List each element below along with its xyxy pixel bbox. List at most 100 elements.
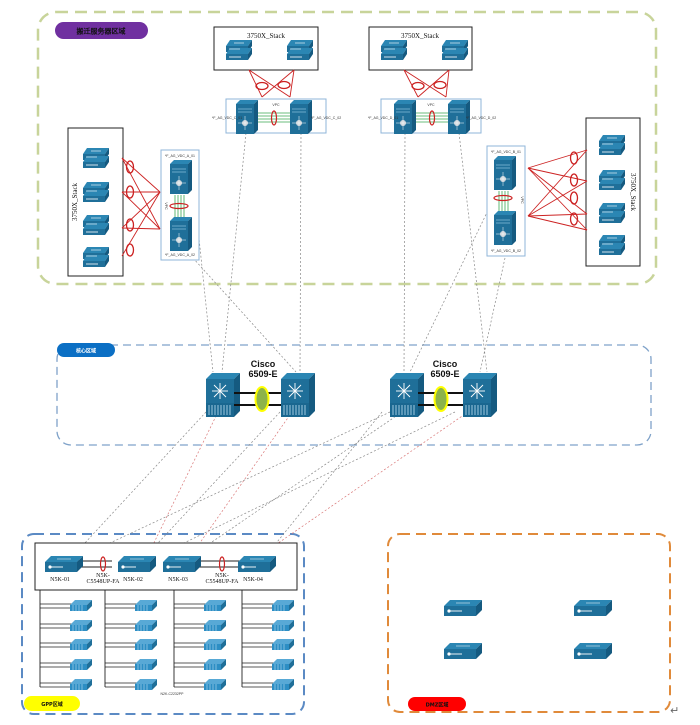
nexus-switch-icon xyxy=(493,210,517,246)
vpc-left-sw2: *F_AG_VDC_A_02 xyxy=(165,253,195,257)
fex-icon[interactable] xyxy=(203,638,227,651)
vpc-right[interactable]: *F_AG_VDC_B_01 VPC *F_AG_VDC_B_02 xyxy=(486,145,526,257)
catalyst-6509-icon xyxy=(462,372,498,418)
core-pair-left[interactable]: Cisco 6509-E xyxy=(205,359,316,418)
core-right-label-2: 6509-E xyxy=(430,369,459,379)
zone-gpp-border xyxy=(21,533,305,715)
stack-top-right-label: 3750X_Stack xyxy=(401,32,440,40)
zone-core-border xyxy=(56,344,652,446)
core-left-label-2: 6509-E xyxy=(248,369,277,379)
n5k-switch[interactable]: N5K-01 xyxy=(44,555,84,583)
stack-top-left[interactable]: 3750X_Stack xyxy=(213,26,319,71)
zone-other-label: DMZ区域 xyxy=(426,702,449,709)
switch-icon[interactable] xyxy=(443,599,483,617)
n5k-switch[interactable]: N5K-04 xyxy=(237,555,277,583)
n5k-pair-label: C5548UP-FA xyxy=(87,579,121,585)
zone-tag-gpp: GPP区域 xyxy=(24,696,80,711)
stack-switch-icon xyxy=(225,39,253,61)
zone-core-label: 核心区域 xyxy=(76,348,96,355)
vpc-left-sw1: *F_AG_VDC_A_01 xyxy=(165,154,195,158)
stack-switch-icon xyxy=(82,181,110,203)
fex-icon[interactable] xyxy=(203,678,227,691)
n5k-pair-label: C5548UP-FA xyxy=(206,579,240,585)
core-left-label-1: Cisco xyxy=(251,359,276,369)
stack-switch-icon xyxy=(380,39,408,61)
switch-icon[interactable] xyxy=(573,642,613,660)
catalyst-6509-icon xyxy=(280,372,316,418)
zone-migrate-border xyxy=(36,10,658,286)
vpc-left-label: VPC xyxy=(164,202,168,210)
vpc-top-left-sw2: *F_AG_VDC_C_02 xyxy=(311,116,341,120)
fex-icon[interactable] xyxy=(69,678,93,691)
stack-switch-icon xyxy=(598,234,626,256)
zone-other-border xyxy=(387,533,671,713)
fex-icon[interactable] xyxy=(69,599,93,612)
vpc-top-left[interactable]: VPC *F_AG_VDC_C_01 *F_AG_VDC_C_02 xyxy=(212,98,341,135)
other-zone-switches xyxy=(443,599,613,660)
fex-icon[interactable] xyxy=(203,599,227,612)
zone-gpp-label: GPP区域 xyxy=(41,701,62,708)
zone-migrate-label: 搬迁服务器区域 xyxy=(77,27,126,36)
n5k-label: N5K-02 xyxy=(123,577,143,583)
nexus-5k-icon xyxy=(237,555,277,573)
vpc-top-right-sw1: *F_AG_VDC_D_01 xyxy=(368,116,398,120)
nexus-switch-icon xyxy=(289,99,313,135)
stack-right-label: 3750X_Stack xyxy=(629,173,637,212)
fex-icon[interactable] xyxy=(134,658,158,671)
n5k-pair-label: N5K- xyxy=(96,573,110,579)
stack-top-right-links xyxy=(403,69,450,98)
switch-icon[interactable] xyxy=(573,599,613,617)
vpc-left[interactable]: *F_AG_VDC_A_01 VPC *F_AG_VDC_A_02 xyxy=(160,149,200,261)
fex-icon[interactable] xyxy=(134,678,158,691)
n5k-switch[interactable]: N5K-03 xyxy=(162,555,202,583)
fex-icon[interactable] xyxy=(271,638,295,651)
fex-icon[interactable] xyxy=(203,619,227,632)
catalyst-6509-icon xyxy=(205,372,241,418)
n5k-label: N5K-04 xyxy=(243,577,263,583)
n5k-label: N5K-01 xyxy=(50,577,70,583)
vpc-top-right-sw2: *F_AG_VDC_D_02 xyxy=(466,116,496,120)
nexus-5k-icon xyxy=(117,555,157,573)
nexus-switch-icon xyxy=(169,159,193,195)
stack-switch-icon xyxy=(441,39,469,61)
nexus-5k-icon xyxy=(44,555,84,573)
stack-switch-icon xyxy=(82,246,110,268)
n5k-pair-label: N5K- xyxy=(215,573,229,579)
fex-icon[interactable] xyxy=(134,599,158,612)
stack-top-right[interactable]: 3750X_Stack xyxy=(368,26,473,71)
stack-right-links xyxy=(527,149,588,231)
fex-icon[interactable] xyxy=(271,678,295,691)
core-lag-icon xyxy=(254,386,270,412)
n5k-label: N5K-03 xyxy=(168,577,188,583)
stack-switch-icon xyxy=(82,214,110,236)
fex-icon[interactable] xyxy=(69,658,93,671)
fex-icon[interactable] xyxy=(271,658,295,671)
stack-switch-icon xyxy=(598,202,626,224)
fex-icon[interactable] xyxy=(69,619,93,632)
paragraph-mark: ↵ xyxy=(670,704,680,717)
stack-switch-icon xyxy=(286,39,314,61)
stack-right[interactable]: 3750X_Stack xyxy=(585,117,641,267)
stack-top-left-label: 3750X_Stack xyxy=(247,32,286,40)
zone-tag-migrate: 搬迁服务器区域 xyxy=(55,22,148,39)
switch-icon[interactable] xyxy=(443,642,483,660)
n5k-switch[interactable]: N5K-02 xyxy=(117,555,157,583)
stack-left-links xyxy=(121,157,161,257)
fex-icon[interactable] xyxy=(134,619,158,632)
nexus-5k-icon xyxy=(162,555,202,573)
vpc-top-right[interactable]: VPC *F_AG_VDC_D_01 *F_AG_VDC_D_02 xyxy=(368,98,496,135)
core-pair-right[interactable]: Cisco 6509-E xyxy=(389,359,498,418)
fex-icon[interactable] xyxy=(69,638,93,651)
stack-left[interactable]: 3750X_Stack xyxy=(67,127,124,277)
stack-left-label: 3750X_Stack xyxy=(71,182,79,221)
core-right-label-1: Cisco xyxy=(433,359,458,369)
fex-icon[interactable] xyxy=(271,619,295,632)
stack-switch-icon xyxy=(598,169,626,191)
vpc-top-left-sw1: *F_AG_VDC_C_01 xyxy=(212,116,242,120)
stack-switch-icon xyxy=(598,134,626,156)
stack-switch-icon xyxy=(82,147,110,169)
fex-icon[interactable] xyxy=(271,599,295,612)
fex-icon[interactable] xyxy=(134,638,158,651)
fex-icon[interactable] xyxy=(203,658,227,671)
